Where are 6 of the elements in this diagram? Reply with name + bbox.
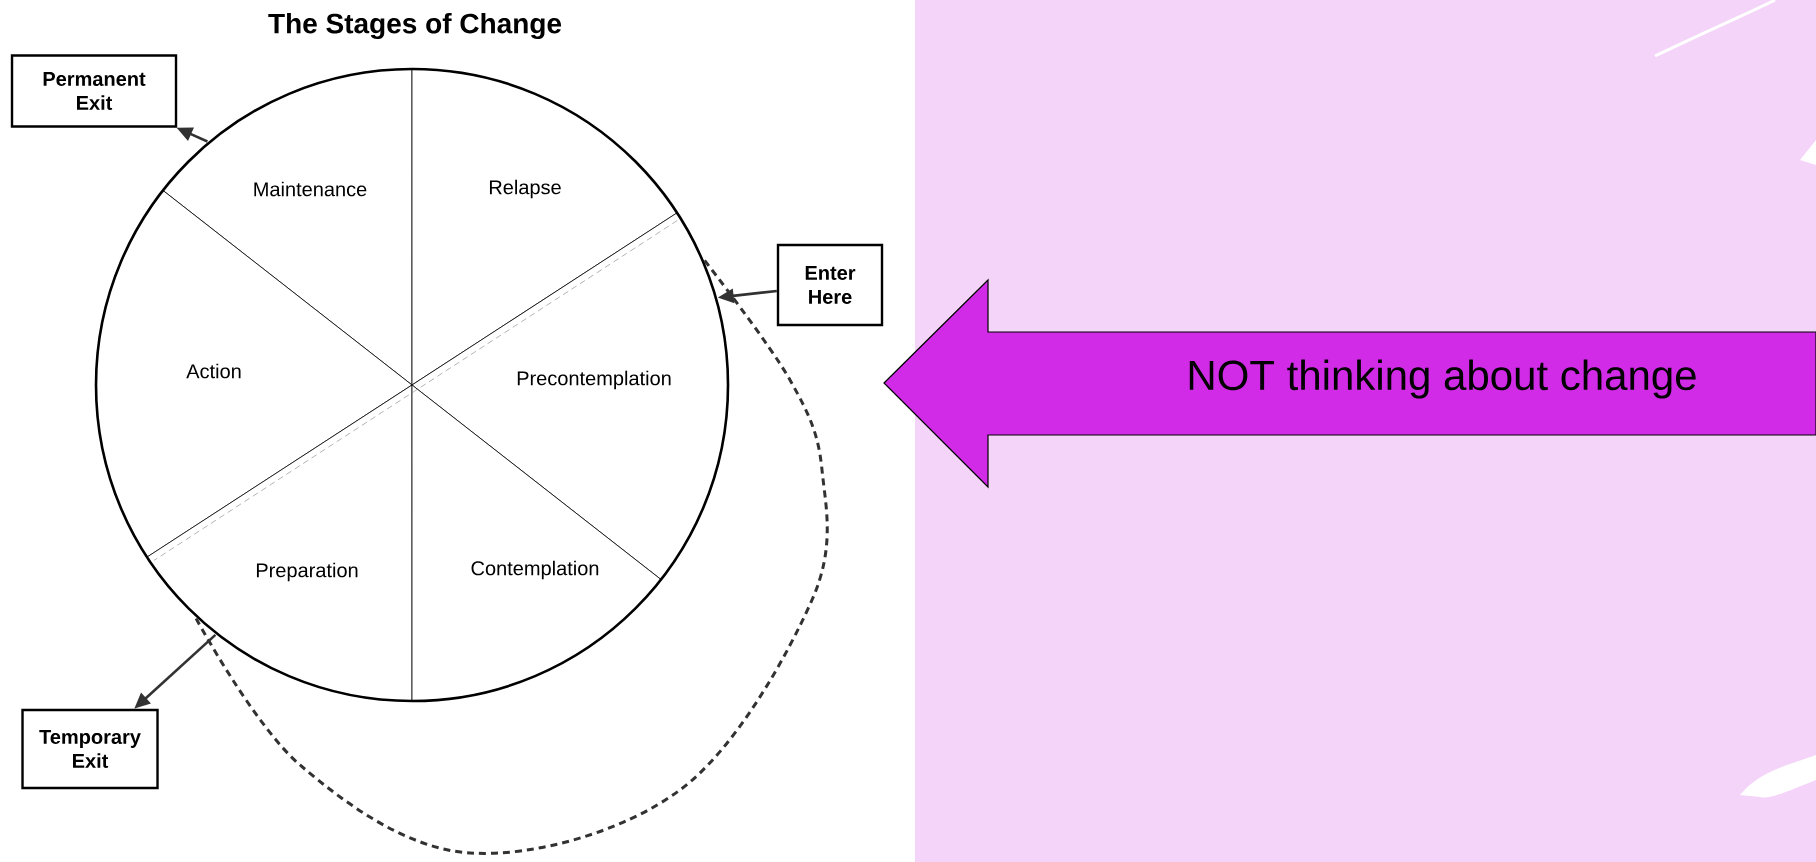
circle-sector: Preparation <box>146 384 413 702</box>
label-box: Enter Here <box>776 243 884 327</box>
dashed-loop-line <box>194 259 829 855</box>
label-box: Permanent Exit <box>10 54 178 128</box>
title: The Stages of Change <box>268 12 562 40</box>
label-box: Temporary Exit <box>21 708 159 790</box>
